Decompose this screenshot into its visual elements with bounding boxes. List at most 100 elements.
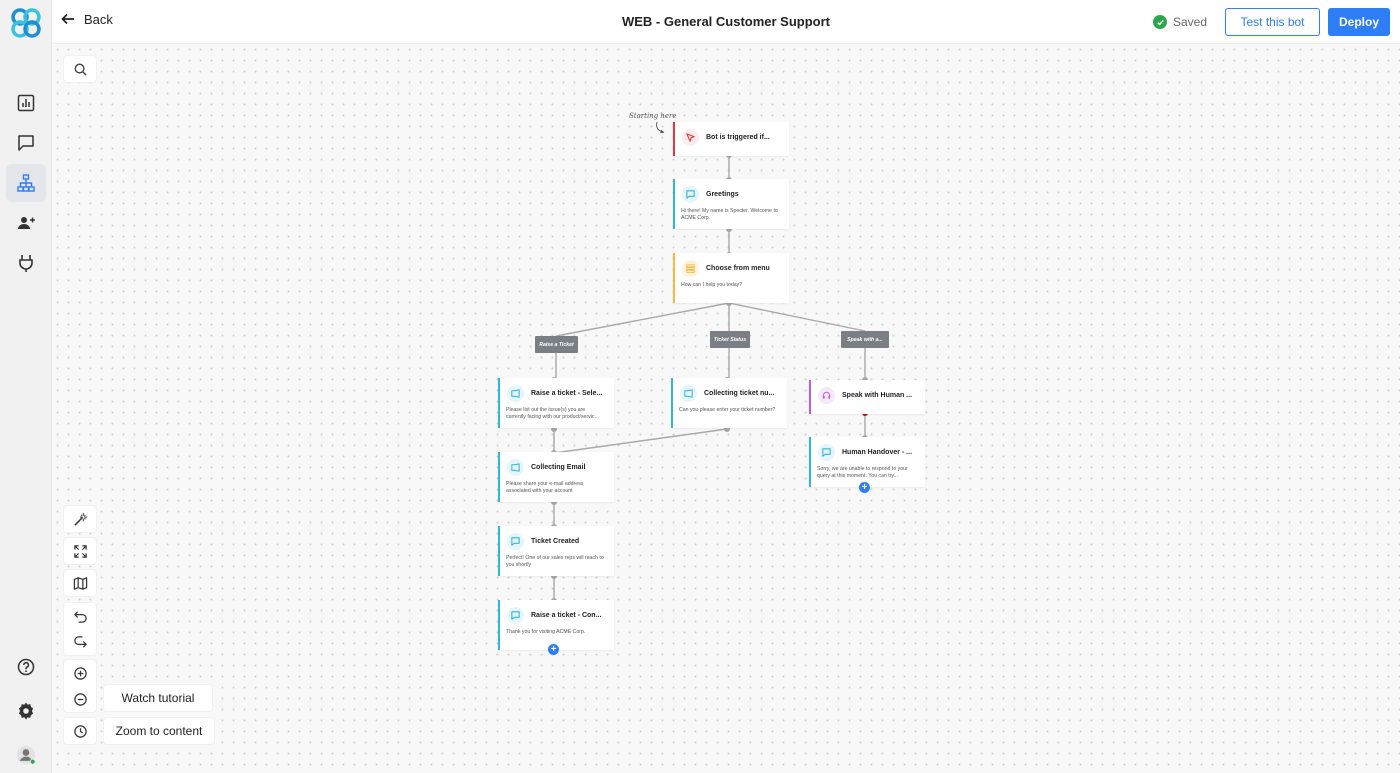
saved-label: Saved <box>1173 15 1208 29</box>
node-title: Raise a ticket - Sele... <box>531 390 603 397</box>
node-description: Please list out the issue(s) you are cur… <box>506 407 599 420</box>
redo-button[interactable] <box>64 629 96 655</box>
branch-tag-ticket-status[interactable]: Ticket Status <box>710 331 750 348</box>
clock-icon <box>73 724 87 738</box>
back-label: Back <box>84 11 113 27</box>
test-bot-button[interactable]: Test this bot <box>1225 8 1320 36</box>
sidebar-item-contacts[interactable] <box>6 204 46 242</box>
back-button[interactable]: Back <box>60 11 113 27</box>
settings-icon <box>18 702 34 720</box>
undo-button[interactable] <box>64 603 96 629</box>
message-icon <box>507 607 524 624</box>
node-title: Collecting Email <box>531 464 586 471</box>
user-avatar[interactable] <box>6 736 46 773</box>
node-title: Ticket Created <box>531 538 580 545</box>
check-circle-icon <box>1153 15 1167 29</box>
node-speak-human[interactable]: Speak with Human ... <box>809 380 925 414</box>
expand-icon <box>73 544 87 558</box>
flow-canvas[interactable]: Starting here Raise a Ticket Ticket Stat… <box>52 44 1400 773</box>
zoom-to-content-button[interactable]: Zoom to content <box>104 718 214 744</box>
node-title: Bot is triggered if... <box>706 134 770 141</box>
plug-icon <box>19 255 33 272</box>
users-icon <box>18 217 35 229</box>
headset-icon <box>818 387 835 404</box>
connector-dot[interactable] <box>551 499 557 505</box>
zoom-controls <box>64 660 96 712</box>
node-collecting-ticket[interactable]: Collecting ticket nu... Can you please e… <box>671 378 787 428</box>
node-title: Collecting ticket nu... <box>704 390 775 397</box>
analytics-icon <box>17 94 35 112</box>
history-button[interactable] <box>64 718 96 744</box>
node-raise-ticket-select[interactable]: Raise a ticket - Sele... Please list out… <box>498 378 614 428</box>
avatar-icon <box>16 745 36 765</box>
fullscreen-button[interactable] <box>64 538 96 564</box>
connector-dot[interactable] <box>726 300 732 306</box>
node-description: Can you please enter your ticket number? <box>679 407 776 413</box>
search-button[interactable] <box>64 56 96 82</box>
history-controls <box>64 603 96 655</box>
minimap-button[interactable] <box>64 570 96 596</box>
help-icon <box>17 658 35 676</box>
top-bar: Back WEB - General Customer Support Save… <box>52 0 1400 44</box>
add-node-button[interactable]: + <box>859 482 870 493</box>
redo-icon <box>73 635 87 648</box>
flow-icon <box>17 174 35 192</box>
arrow-left-icon <box>61 13 74 25</box>
node-raise-ticket-confirm[interactable]: Raise a ticket - Con... Thank you for vi… <box>498 600 614 650</box>
watch-tutorial-button[interactable]: Watch tutorial <box>104 685 212 711</box>
starting-here-annotation: Starting here <box>629 112 677 120</box>
chat-icon <box>18 135 34 151</box>
question-icon <box>507 385 524 402</box>
message-icon <box>507 533 524 550</box>
question-icon <box>507 459 524 476</box>
app-logo[interactable] <box>10 8 42 38</box>
connector-dot[interactable] <box>726 226 732 232</box>
node-description: Please share your e-mail address associa… <box>506 481 584 494</box>
sidebar <box>0 0 52 773</box>
branch-tag-speak-with[interactable]: Speak with a... <box>841 331 889 348</box>
message-icon <box>818 444 835 461</box>
deploy-button[interactable]: Deploy <box>1328 8 1390 36</box>
logo-icon <box>11 8 41 38</box>
node-trigger[interactable]: Bot is triggered if... <box>673 122 789 156</box>
node-description: Thank you for visiting ACME Corp. <box>506 629 586 635</box>
save-status: Saved <box>1153 15 1207 29</box>
connector-dot[interactable] <box>724 426 730 432</box>
node-human-handover[interactable]: Human Handover - ... Sorry, we are unabl… <box>809 437 925 487</box>
node-title: Raise a ticket - Con... <box>531 612 602 619</box>
sidebar-item-analytics[interactable] <box>6 84 46 122</box>
map-icon <box>73 576 87 590</box>
zoom-out-icon <box>73 692 87 706</box>
zoom-in-button[interactable] <box>64 660 96 686</box>
add-node-button[interactable]: + <box>548 644 559 655</box>
zoom-in-icon <box>73 666 87 680</box>
sidebar-item-integrations[interactable] <box>6 244 46 282</box>
sidebar-item-conversations[interactable] <box>6 124 46 162</box>
node-ticket-created[interactable]: Ticket Created Perfect! One of our sales… <box>498 526 614 576</box>
zoom-out-button[interactable] <box>64 686 96 712</box>
cursor-icon <box>682 129 699 146</box>
undo-icon <box>73 610 87 623</box>
node-description: Perfect! One of our sales reps will reac… <box>506 555 604 568</box>
node-title: Human Handover - ... <box>842 449 913 456</box>
menu-list-icon <box>682 260 699 277</box>
magic-wand-icon <box>73 512 87 526</box>
search-icon <box>74 63 87 76</box>
node-description: How can I help you today? <box>681 282 743 288</box>
connector-dot[interactable] <box>551 426 557 432</box>
node-title: Speak with Human ... <box>842 392 913 399</box>
help-button[interactable] <box>6 648 46 686</box>
node-title: Greetings <box>706 191 739 198</box>
node-choose-menu[interactable]: Choose from menu How can I help you toda… <box>673 253 789 303</box>
auto-layout-button[interactable] <box>64 506 96 532</box>
sidebar-item-flows[interactable] <box>6 164 46 202</box>
settings-button[interactable] <box>6 692 46 730</box>
message-icon <box>682 186 699 203</box>
node-collecting-email[interactable]: Collecting Email Please share your e-mai… <box>498 452 614 502</box>
node-description: Sorry, we are unable to respond to your … <box>817 466 908 479</box>
node-description: Hi there! My name is Specter. Welcome to… <box>681 208 778 221</box>
question-icon <box>680 385 697 402</box>
node-greetings[interactable]: Greetings Hi there! My name is Specter. … <box>673 179 789 229</box>
connector-dot[interactable] <box>551 573 557 579</box>
branch-tag-raise-ticket[interactable]: Raise a Ticket <box>535 336 578 353</box>
